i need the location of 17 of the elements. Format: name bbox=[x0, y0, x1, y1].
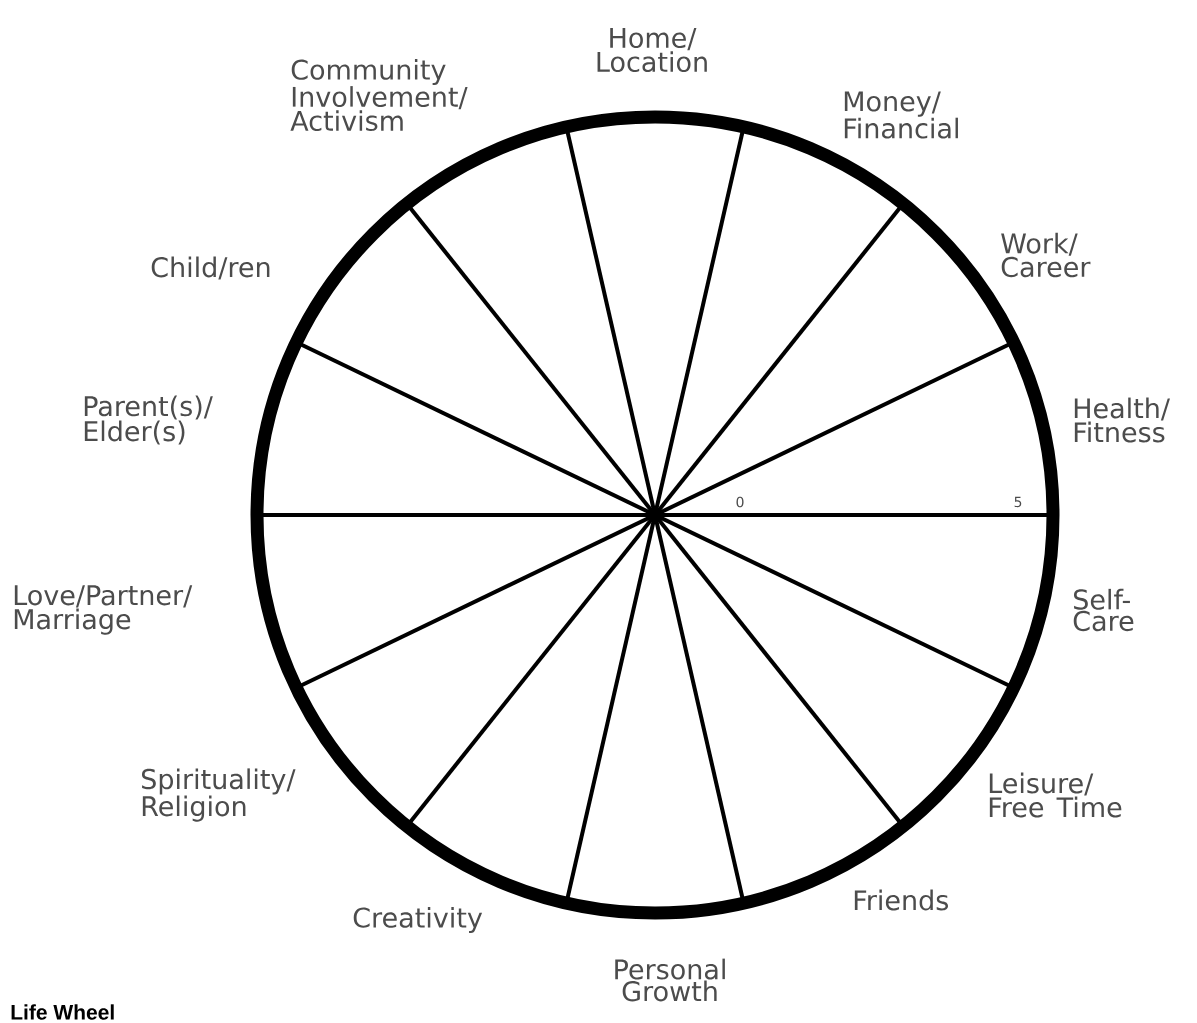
category-label: Child/ren bbox=[151, 256, 270, 280]
category-label: Money/ Financial bbox=[844, 91, 958, 139]
category-label: Home/ Location bbox=[597, 27, 707, 73]
scale-label: 5 bbox=[1014, 496, 1022, 508]
category-label: Creativity bbox=[353, 906, 483, 934]
category-label: Parent(s)/ Elder(s) bbox=[84, 395, 213, 445]
category-label: Community Involvement/ Activism bbox=[290, 59, 468, 131]
category-label: Spirituality/ Religion bbox=[142, 768, 296, 822]
category-label: Health/ Fitness bbox=[1074, 397, 1170, 443]
category-label: Love/Partner/ Marriage bbox=[14, 585, 193, 635]
category-label: Friends bbox=[854, 889, 948, 911]
category-label: Leisure/ Free Time bbox=[989, 772, 1122, 818]
category-label: Self-Care bbox=[1073, 588, 1134, 632]
category-label: Personal Growth bbox=[615, 958, 725, 1002]
title: Life Wheel bbox=[11, 1004, 114, 1020]
scale-label: 0 bbox=[736, 496, 744, 508]
category-label: Work/ Career bbox=[1001, 232, 1091, 278]
